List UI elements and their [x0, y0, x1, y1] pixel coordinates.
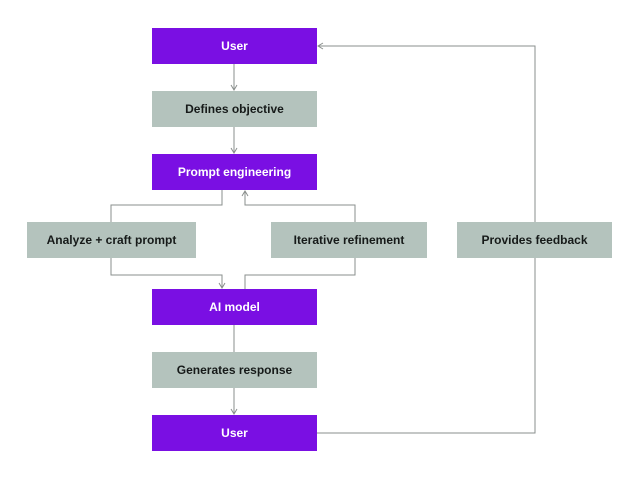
node-ai-model: AI model — [152, 289, 317, 325]
node-user-top: User — [152, 28, 317, 64]
node-provides-feedback: Provides feedback — [457, 222, 612, 258]
node-analyze-craft-prompt: Analyze + craft prompt — [27, 222, 196, 258]
connector-iterative-to-prompt — [241, 190, 356, 222]
connector-feedback-to-user — [317, 42, 536, 222]
node-defines-objective: Defines objective — [152, 91, 317, 127]
connector-prompt-to-analyze — [110, 190, 223, 222]
node-user-bottom: User — [152, 415, 317, 451]
node-iterative-refinement: Iterative refinement — [271, 222, 427, 258]
connector-analyze-to-aimodel — [110, 258, 226, 289]
connector-user-to-feedback — [317, 258, 536, 434]
connector-aimodel-to-iterative — [244, 258, 356, 289]
node-generates-response: Generates response — [152, 352, 317, 388]
node-prompt-engineering: Prompt engineering — [152, 154, 317, 190]
